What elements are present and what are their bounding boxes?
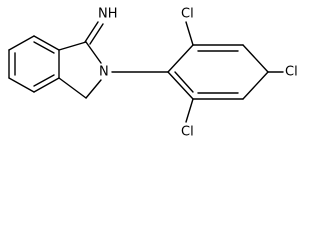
bond-aryl-inner-3 xyxy=(174,71,194,93)
benzo-ring xyxy=(8,35,60,93)
bond-benzo-4 xyxy=(8,77,35,93)
bond-c1-c7a xyxy=(58,41,87,51)
five-membered-ring xyxy=(58,41,102,99)
structure-canvas: NH N Cl Cl Cl xyxy=(8,7,298,140)
bond-aryl-6 xyxy=(167,71,194,100)
ring-nitrogen-label: N xyxy=(99,65,109,80)
bond-benzo-inner-2 xyxy=(33,41,55,54)
bond-benzo-6 xyxy=(8,35,35,51)
bond-aryl-3 xyxy=(242,44,269,73)
bond-n2-c3 xyxy=(85,79,102,99)
bond-imine-outer xyxy=(84,21,99,43)
bond-benzo-inner-3 xyxy=(33,74,55,87)
chloro-top-label: Cl xyxy=(181,7,194,22)
bond-cl-bottom xyxy=(185,98,194,123)
imine-group: NH xyxy=(84,7,118,45)
bond-benzo-3 xyxy=(33,77,60,93)
bond-aryl-4 xyxy=(242,71,269,100)
bond-c1-n2 xyxy=(85,41,102,64)
molecule-structure: NH N Cl Cl Cl xyxy=(8,7,298,140)
imine-label: NH xyxy=(98,7,118,22)
bond-aryl-1 xyxy=(167,44,194,73)
bond-benzo-1 xyxy=(33,35,60,51)
bond-cl-top xyxy=(185,21,194,46)
bond-c3-c3a xyxy=(58,77,87,99)
chloro-substituents: Cl Cl Cl xyxy=(181,7,298,140)
bond-imine-inner xyxy=(89,23,104,45)
chloro-bottom-label: Cl xyxy=(181,125,194,140)
trichlorophenyl-ring xyxy=(111,44,269,100)
chloro-para-label: Cl xyxy=(285,65,298,80)
